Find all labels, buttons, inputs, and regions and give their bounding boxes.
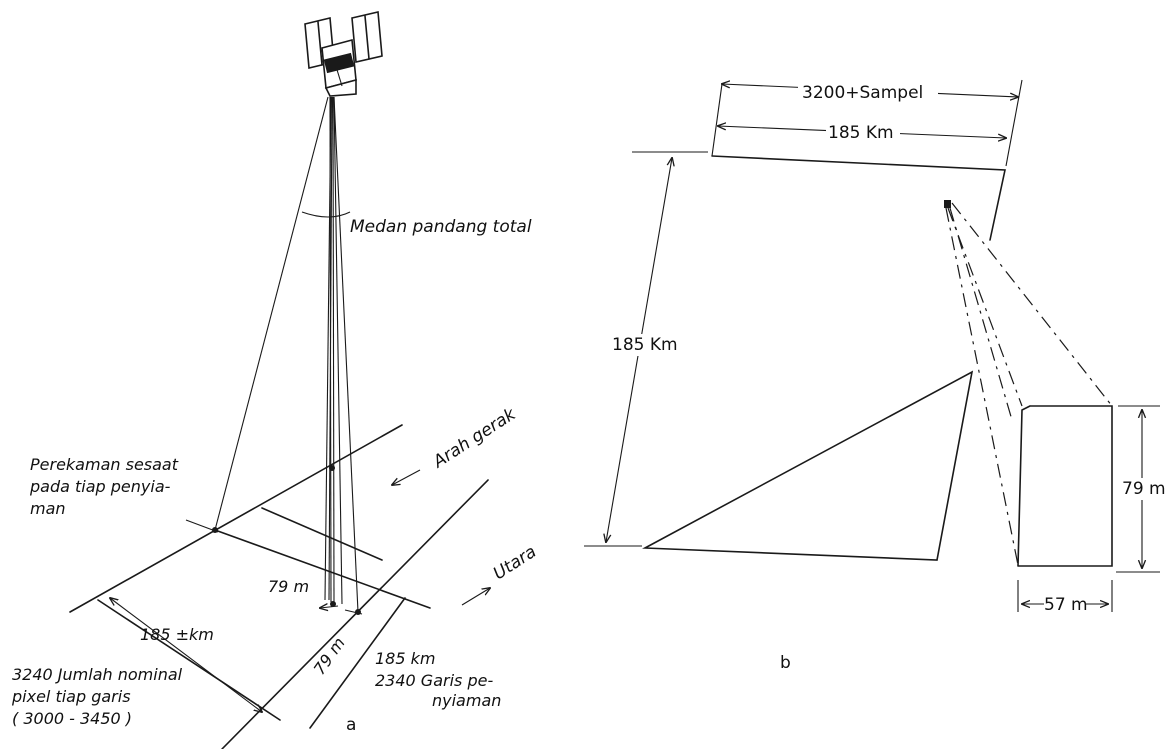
instant-label-line1: Perekaman sesaat — [30, 455, 179, 474]
pixel-79-across-label: 79 m — [310, 634, 349, 679]
swath-width-label: 185 ±km — [140, 625, 214, 644]
swath-length-label: 185 km — [375, 649, 435, 668]
pixel-box — [1017, 405, 1113, 567]
pixel-79-along-label: 79 m — [268, 577, 309, 596]
scene-outline — [642, 155, 1006, 561]
satellite-icon — [304, 11, 383, 97]
scene-width-label: 185 Km — [828, 123, 894, 143]
panel-a: Medan pandang total Arah gerak Utara Per… — [11, 11, 540, 749]
pixel-marker — [944, 200, 951, 208]
ground-plane — [69, 424, 490, 749]
pixels-label-2: pixel tiap garis — [11, 687, 131, 706]
scan-lines-label-1: 2340 Garis pe- — [375, 671, 493, 690]
instant-label-line3: man — [30, 499, 66, 518]
scan-lines-label-2: nyiaman — [432, 691, 501, 710]
panel-b: 3200+Sampel 185 Km 185 Km 79 m 57 m b — [584, 79, 1166, 673]
samples-label: 3200+Sampel — [802, 83, 923, 103]
pixels-label-1: 3240 Jumlah nominal — [12, 665, 183, 684]
pixel-height-label: 79 m — [1122, 479, 1166, 499]
panel-a-letter: a — [346, 715, 356, 735]
direction-label: Arah gerak — [429, 404, 520, 473]
fov-label: Medan pandang total — [350, 217, 532, 237]
pixels-label-3: ( 3000 - 3450 ) — [12, 709, 132, 728]
panel-b-letter: b — [780, 653, 791, 673]
scene-height-label: 185 Km — [612, 335, 678, 355]
pixel-width-label: 57 m — [1044, 595, 1088, 615]
field-of-view-lines — [214, 96, 359, 613]
instant-label-line2: pada tiap penyia- — [29, 477, 171, 496]
north-label: Utara — [490, 542, 540, 584]
